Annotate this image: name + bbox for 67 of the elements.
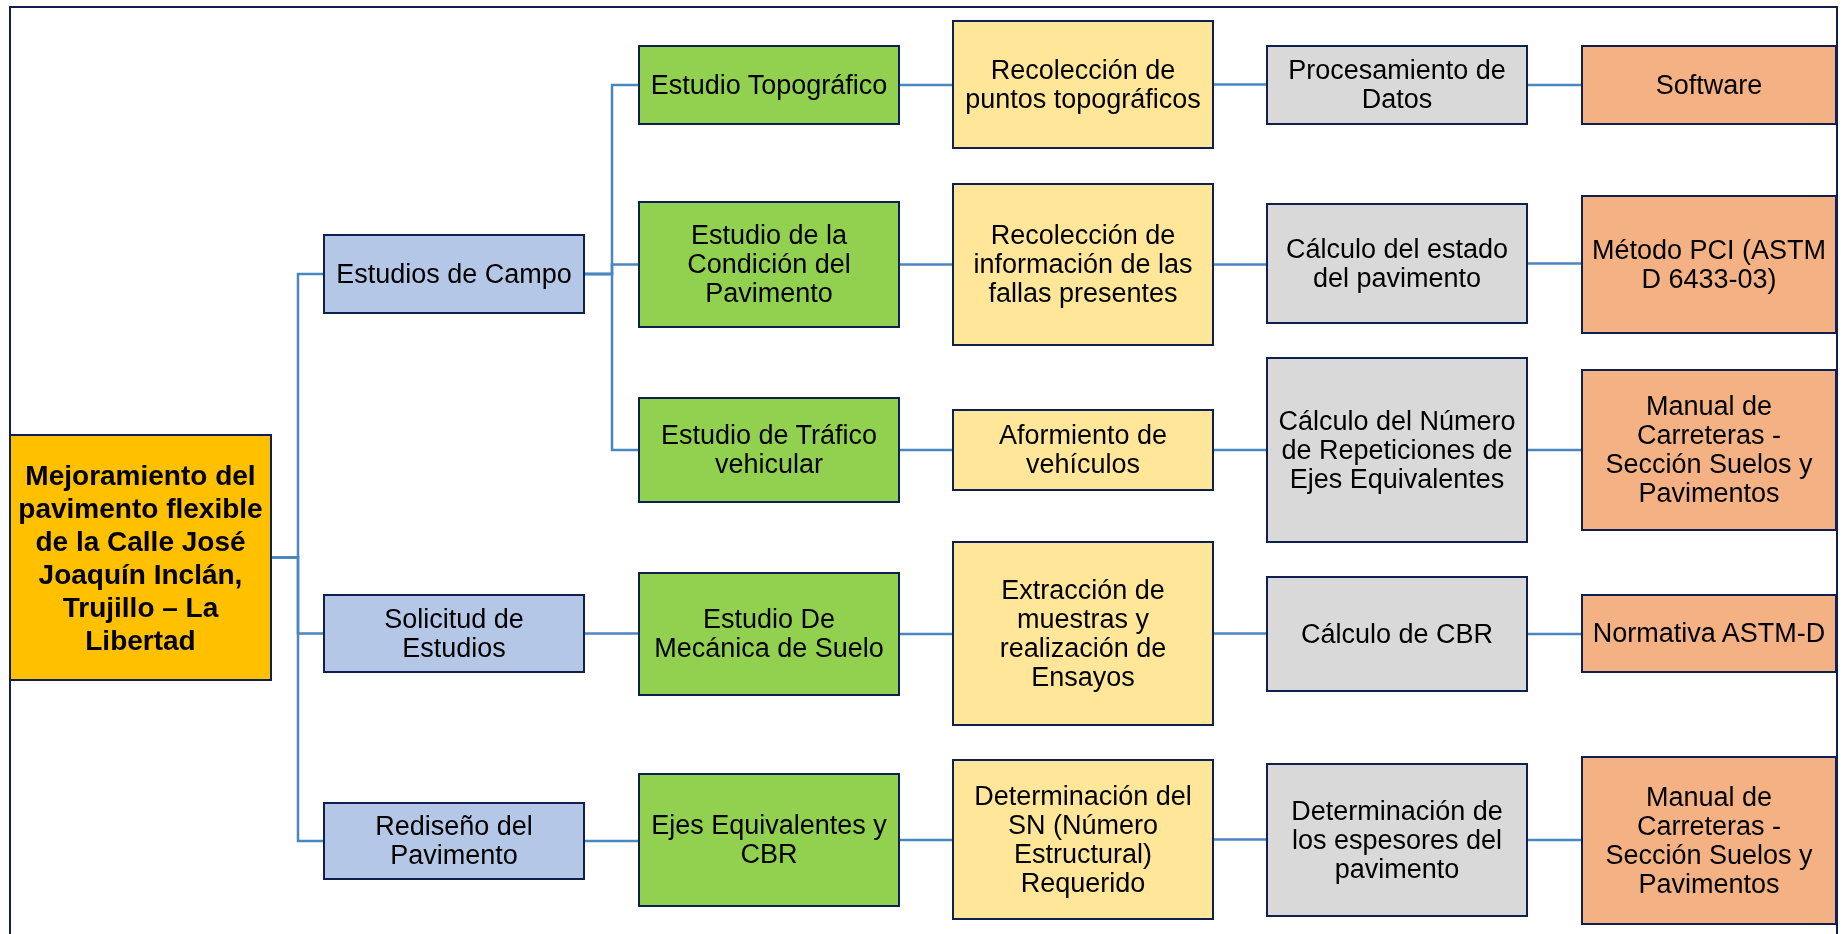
process-box [1266, 576, 1528, 692]
study-box [638, 201, 900, 328]
connector-line [272, 556, 323, 843]
process-box [1266, 357, 1528, 543]
connector-line [1528, 448, 1581, 452]
process-box [1266, 45, 1528, 125]
node-text: Mejoramiento del pavimento flexible de la Calle José Joaquín Inclán, Trujillo – La Libertad [17, 458, 264, 657]
node-text: Estudio de Tráfico vehicular [659, 421, 879, 479]
reference-box [1581, 369, 1837, 531]
node-text: Normativa ASTM-D [1592, 619, 1826, 648]
node-text: Aformiento de vehículos [997, 421, 1169, 479]
connector-line [1214, 263, 1266, 266]
node-text: Solicitud de Estudios [383, 604, 525, 663]
node-text: Cálculo de CBR [1300, 619, 1494, 649]
node-text: Ejes Equivalentes y CBR [650, 811, 888, 869]
node-text: Software [1655, 70, 1763, 100]
node-text: Recolección de puntos topográficos [964, 55, 1202, 114]
reference-box [1581, 594, 1837, 673]
connector-line [1214, 83, 1266, 86]
node-text: Cálculo del estado del pavimento [1284, 234, 1510, 293]
node-text: Determinación de los espesores del pavimento [1290, 796, 1504, 884]
connector-line [1528, 262, 1581, 265]
connector-line [1528, 632, 1581, 636]
category-box [323, 234, 585, 314]
reference-box [1581, 756, 1837, 925]
node-text: Procesamiento de Datos [1287, 56, 1507, 114]
connector-line [1214, 838, 1266, 841]
study-box [638, 773, 900, 907]
root-box [9, 434, 272, 681]
connector-line [1528, 83, 1581, 87]
node-text: Estudio De Mecánica de Suelo [653, 605, 885, 663]
activity-box [952, 183, 1214, 346]
node-text: Manual de Carreteras - Sección Suelos y Pavimentos [1604, 782, 1814, 899]
activity-box [952, 541, 1214, 726]
activity-box [952, 20, 1214, 149]
connector-line [1214, 448, 1266, 452]
process-box [1266, 203, 1528, 324]
connector-line [585, 272, 638, 452]
process-box [1266, 763, 1528, 917]
node-text: Determinación del SN (Número Estructural) Requerido [973, 781, 1193, 898]
study-box [638, 397, 900, 503]
node-text: Recolección de información de las fallas presentes [972, 221, 1194, 308]
node-text: Método PCI (ASTM D 6433-03) [1590, 235, 1828, 294]
node-text: Rediseño del Pavimento [374, 812, 534, 870]
connector-line [900, 838, 952, 842]
node-text: Extracción de muestras y realización de Ensayos [998, 575, 1168, 692]
connector-line [900, 263, 952, 266]
connector-line [585, 632, 638, 635]
node-text: Manual de Carreteras - Sección Suelos y Pavimentos [1604, 392, 1814, 508]
study-box [638, 572, 900, 696]
study-box [638, 45, 900, 125]
reference-box [1581, 45, 1837, 125]
connector-line [900, 83, 952, 87]
node-text: Estudio Topográfico [650, 70, 888, 100]
connector-line [900, 448, 952, 452]
connector-line [1214, 632, 1266, 635]
category-box [323, 802, 585, 880]
reference-box [1581, 195, 1837, 334]
activity-box [952, 409, 1214, 491]
connector-line [900, 632, 952, 636]
activity-box [952, 759, 1214, 920]
connector-line [1528, 838, 1581, 842]
category-box [323, 594, 585, 673]
node-text: Estudio de la Condición del Pavimento [686, 221, 852, 308]
node-text: Estudios de Campo [336, 259, 572, 289]
connector-line [585, 839, 638, 843]
node-text: Cálculo del Número de Repeticiones de Ejes Equivalentes [1277, 406, 1517, 494]
